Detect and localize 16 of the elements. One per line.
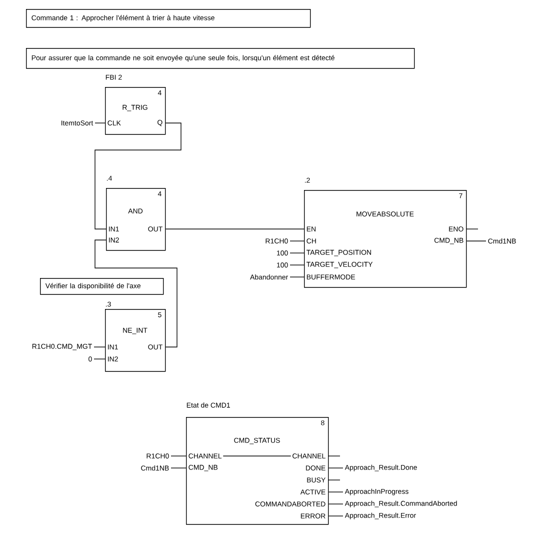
wire bbox=[165, 228, 304, 230]
wire bbox=[290, 240, 304, 242]
function-block bbox=[105, 309, 166, 372]
wire bbox=[94, 122, 106, 124]
wire bbox=[94, 240, 178, 348]
wire bbox=[466, 240, 486, 242]
wire bbox=[94, 346, 106, 348]
function-block bbox=[186, 416, 340, 525]
function-block bbox=[304, 190, 478, 288]
wire bbox=[290, 264, 304, 266]
wire bbox=[94, 358, 106, 360]
function-block bbox=[106, 188, 166, 251]
wire bbox=[94, 122, 182, 230]
wire bbox=[290, 252, 304, 254]
function-block bbox=[105, 87, 166, 135]
wire bbox=[290, 276, 304, 278]
